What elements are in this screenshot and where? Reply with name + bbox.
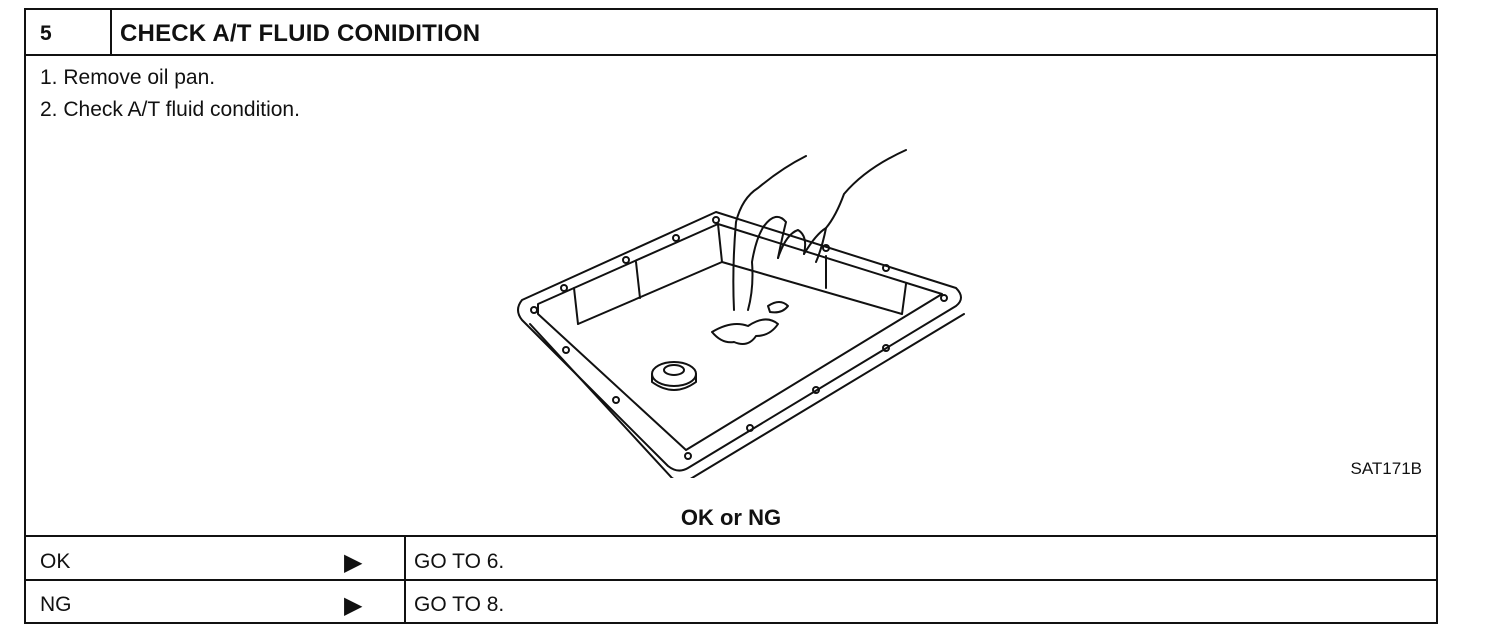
- results-top-rule: [26, 535, 1436, 537]
- results-divider: [404, 535, 406, 624]
- drain-plug-inner: [663, 364, 685, 376]
- figure-code: SAT171B: [1350, 459, 1422, 478]
- instruction-2: 2. Check A/T fluid condition.: [40, 98, 300, 121]
- oil-pan-illustration: [517, 149, 965, 478]
- pan-bottom: [529, 313, 965, 478]
- pan-flange-outer: [517, 211, 962, 472]
- right-triangle-icon: ▶: [344, 549, 363, 576]
- fluid-puddle: [711, 318, 779, 345]
- result-ok-action: GO TO 6.: [414, 550, 505, 573]
- step-title: CHECK A/T FLUID CONIDITION: [120, 20, 481, 47]
- pan-flange-inner: [537, 223, 943, 451]
- right-triangle-icon: ▶: [344, 592, 363, 619]
- ok-ng-question: OK or NG: [680, 505, 782, 530]
- result-ok-label: OK: [40, 550, 71, 573]
- finger-left-edge: [732, 155, 807, 311]
- result-ng-action: GO TO 8.: [414, 593, 505, 616]
- step-number: 5: [40, 22, 52, 45]
- instruction-1: 1. Remove oil pan.: [40, 66, 216, 89]
- result-ng-label: NG: [40, 593, 72, 616]
- procedure-table: 5 CHECK A/T FLUID CONIDITION 1. Remove o…: [24, 8, 1438, 624]
- hand-back-edge: [803, 149, 907, 255]
- results-middle-rule: [26, 579, 1436, 581]
- header-divider: [110, 10, 112, 54]
- header-bottom-rule: [26, 54, 1436, 56]
